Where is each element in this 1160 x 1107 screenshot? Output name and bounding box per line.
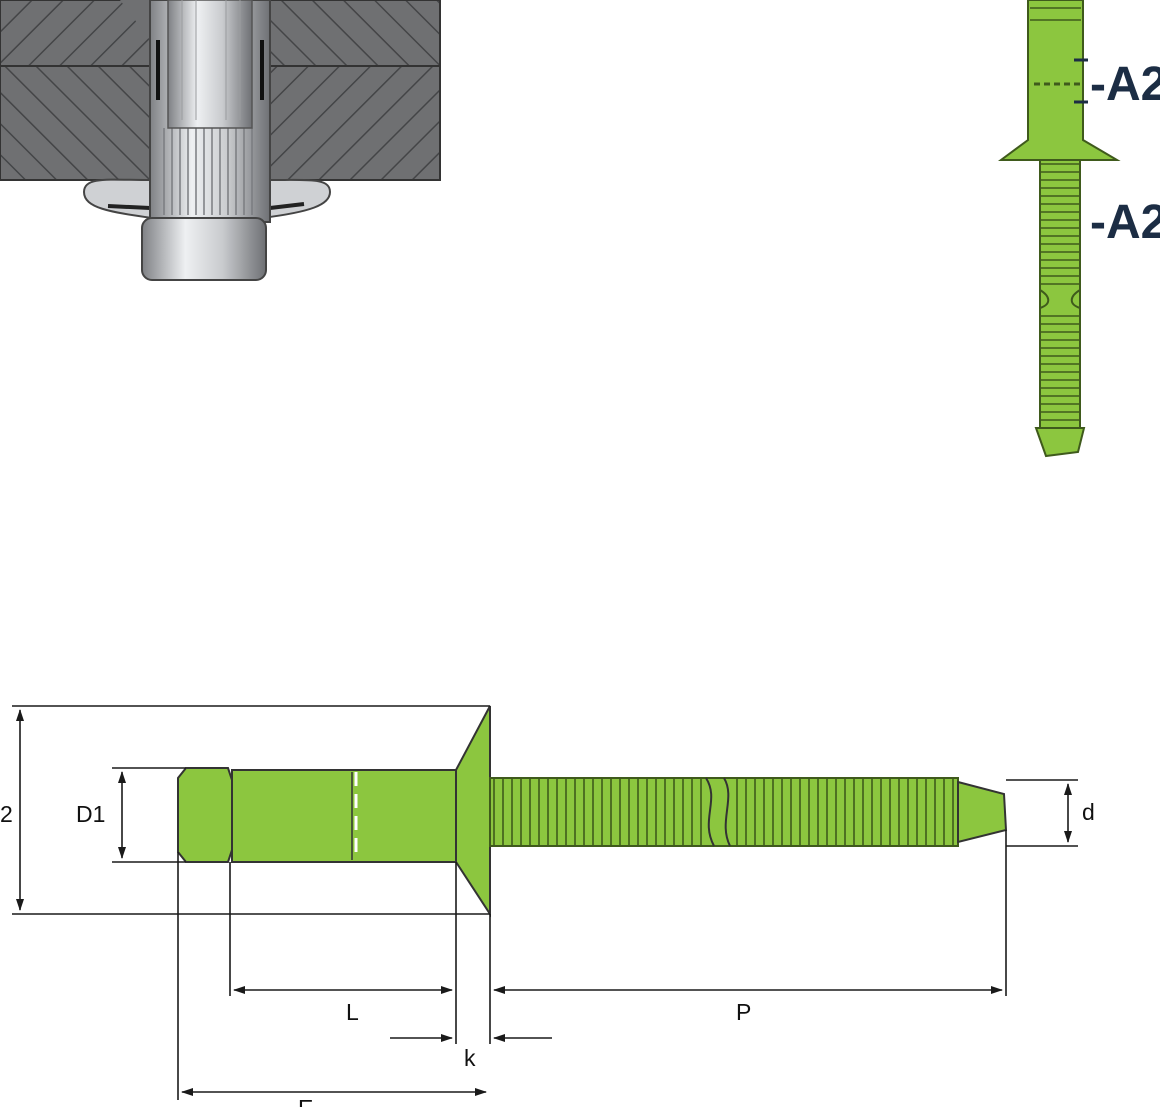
dim-sleeve-main: [231, 705, 491, 918]
code-label-2: -A2: [1090, 196, 1160, 249]
sleeve-body: [997, 0, 1121, 161]
mandrel-shading: [181, 0, 241, 120]
label-d1: D1: [76, 801, 105, 827]
flange-slot-left: [107, 204, 151, 210]
dim-break-right: [723, 777, 731, 847]
section-view: [0, 0, 441, 281]
mandrel: [167, 0, 253, 129]
countersink: [120, 0, 150, 66]
label-p: P: [736, 999, 751, 1025]
label-k: k: [464, 1045, 476, 1071]
dim-sleeve: [177, 767, 233, 863]
label-d: d: [1082, 799, 1095, 825]
label-e: E: [298, 1095, 313, 1107]
sleeve-band: [1030, 7, 1081, 21]
dimension-drawing: 2 D1 d L P k E: [0, 705, 1095, 1107]
dimension-arrows: [16, 709, 1072, 1096]
mandrel-stem: [1039, 159, 1081, 429]
code-label-1: -A2: [1090, 58, 1160, 111]
dim-mandrel: [489, 777, 959, 847]
upper-plate-right: [269, 0, 441, 67]
break-notch: [1039, 289, 1081, 309]
product-view: -A2 -A2: [997, 0, 1160, 458]
dim-break-left: [705, 777, 715, 847]
rivet-tail: [141, 217, 267, 281]
sleeve-grooves: [163, 128, 253, 215]
mandrel-tip: [1034, 427, 1086, 458]
flange-slot-right: [269, 202, 305, 210]
label-l: L: [346, 999, 359, 1025]
label-d2: 2: [0, 801, 13, 827]
lower-plate-left: [0, 65, 151, 181]
lower-plate-right: [269, 65, 441, 181]
extension-lines: [12, 705, 1078, 1100]
dim-mandrel-tip: [957, 780, 1008, 844]
dim-mandrel-core: [489, 777, 959, 847]
